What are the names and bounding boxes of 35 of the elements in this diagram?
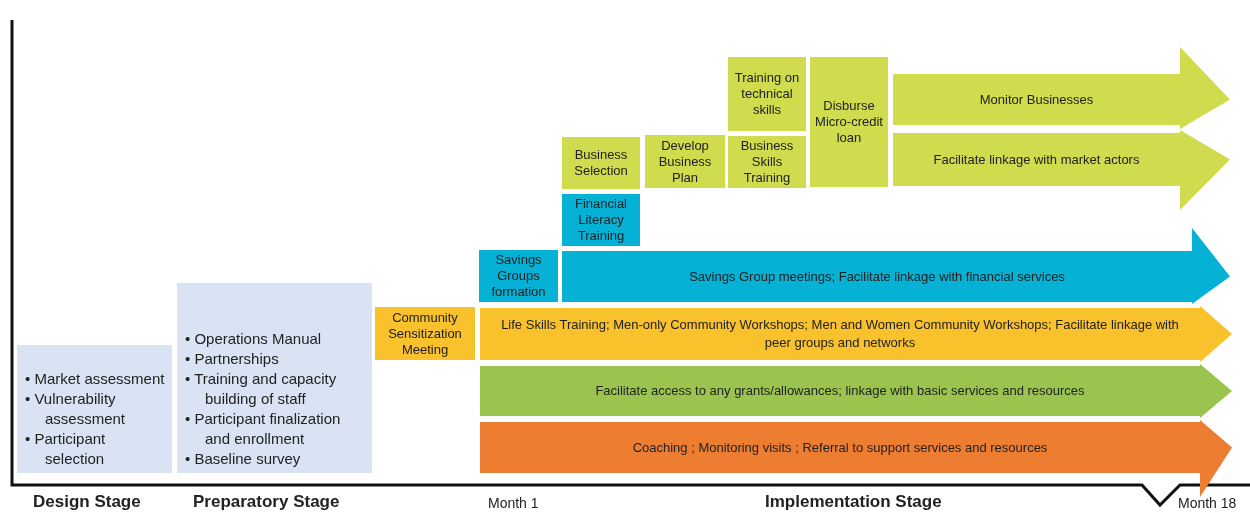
bullet-item: • Operations Manual [185,329,323,349]
arrow-label: Coaching ; Monitoring visits ; Referral to support services and resources [631,438,1049,457]
activity-band [893,47,1230,129]
activity-box: Business Selection [562,137,640,189]
bullet-item: • Partnerships [185,349,280,369]
month-label: Month 1 [488,495,539,511]
stage-box [17,345,172,473]
activity-box: Disburse Micro-credit loan [810,57,888,187]
stage-label: Design Stage [33,492,141,512]
arrow-label: Facilitate linkage with market actors [932,150,1141,169]
activity-box: Develop Business Plan [645,135,725,188]
month-label: Month 18 [1178,495,1237,511]
arrow-label: Savings Group meetings; Facilitate linkage with financial services [688,267,1066,286]
activity-box: Community Sensitization Meeting [375,307,475,360]
arrow-label: Life Skills Training; Men-only Community Workshops; Men and Women Community Workshops; Facilitate linkage with peer groups and networks [500,316,1180,352]
bullet-item: • Market assessment [25,369,166,389]
activity-box: Financial Literacy Training [562,194,640,246]
stage-label: Preparatory Stage [193,492,340,512]
activity-band [480,364,1232,418]
arrow-label: Monitor Businesses [978,90,1095,109]
stage-box [177,283,372,473]
arrow-label: Facilitate access to any grants/allowances; linkage with basic services and resources [594,382,1086,400]
activity-box: Business Skills Training [728,136,806,188]
bullet-item: • Participant finalization and enrollment [185,409,342,449]
stage-label: Implementation Stage [765,492,942,512]
bullet-item: • Baseline survey [185,449,302,469]
activity-box: Savings Groups formation [479,250,558,302]
bullet-item: • Vulnerability assessment [25,389,127,429]
bullet-item: • Participant selection [25,429,107,469]
activity-band [480,306,1232,362]
activity-band [562,228,1230,304]
activity-band [480,420,1232,497]
activity-box: Training on technical skills [728,57,806,131]
activity-band [893,130,1230,210]
bullet-item: • Training and capacity building of staff [185,369,338,409]
